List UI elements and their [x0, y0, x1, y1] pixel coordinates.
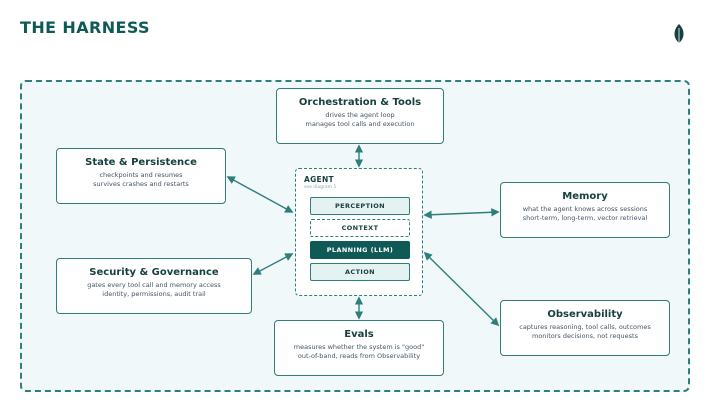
stage-context: CONTEXT — [310, 219, 410, 237]
observability-line-2: monitors decisions, not requests — [531, 331, 638, 340]
page-title: THE HARNESS — [20, 18, 150, 37]
orchestration-line-2: manages tool calls and execution — [305, 119, 415, 128]
state-persistence-box: State & Persistence checkpoints and resu… — [56, 148, 226, 204]
orchestration-tools-box: Orchestration & Tools drives the agent l… — [276, 88, 444, 144]
observability-box: Observability captures reasoning, tool c… — [500, 300, 670, 356]
security-line-1: gates every tool call and memory access — [87, 281, 221, 289]
leaf-icon — [674, 24, 684, 46]
state-line-2: survives crashes and restarts — [93, 179, 189, 188]
stage-planning: PLANNING (LLM) — [310, 241, 410, 259]
memory-line-1: what the agent knows across sessions — [522, 205, 648, 213]
observability-title: Observability — [547, 309, 623, 320]
stage-perception: PERCEPTION — [310, 197, 410, 215]
agent-sublabel: see diagram 1 — [304, 185, 337, 190]
evals-line-1: measures whether the system is "good" — [293, 343, 425, 351]
agent-label: AGENT — [304, 175, 334, 184]
agent-box: AGENT see diagram 1 PERCEPTION CONTEXT P… — [295, 168, 423, 296]
state-line-1: checkpoints and resumes — [99, 171, 183, 179]
security-line-2: identity, permissions, audit trail — [102, 289, 206, 298]
observability-line-1: captures reasoning, tool calls, outcomes — [519, 323, 651, 331]
stage-action: ACTION — [310, 263, 410, 281]
state-title: State & Persistence — [85, 157, 197, 168]
evals-line-2: out-of-band, reads from Observability — [297, 351, 421, 360]
memory-title: Memory — [562, 191, 608, 202]
evals-box: Evals measures whether the system is "go… — [274, 320, 444, 376]
evals-title: Evals — [344, 329, 374, 340]
memory-line-2: short-term, long-term, vector retrieval — [522, 213, 648, 222]
security-governance-box: Security & Governance gates every tool c… — [56, 258, 252, 314]
memory-box: Memory what the agent knows across sessi… — [500, 182, 670, 238]
orchestration-line-1: drives the agent loop — [325, 111, 395, 119]
security-title: Security & Governance — [89, 267, 219, 278]
orchestration-title: Orchestration & Tools — [298, 97, 422, 108]
